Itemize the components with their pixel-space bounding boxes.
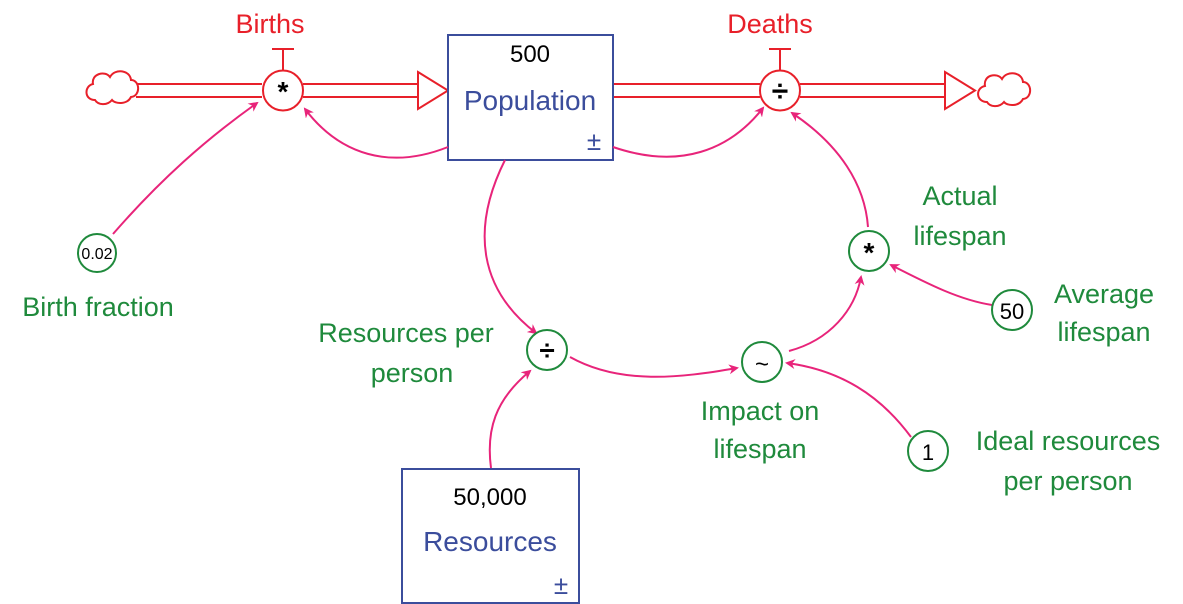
average-lifespan-label-line1: Average — [1054, 279, 1154, 309]
actual-lifespan-label-line2: lifespan — [913, 221, 1006, 251]
population-value: 500 — [510, 41, 550, 68]
ideal-resources-label-line1: Ideal resources — [976, 426, 1161, 456]
population-stock[interactable]: 500 Population ± — [447, 34, 614, 161]
connector-impact-to-actual-lifespan — [788, 275, 865, 352]
connector-ideal-resources-to-impact — [785, 359, 912, 438]
resources-per-person-label-line2: person — [371, 358, 454, 388]
connector-population-to-deaths — [612, 106, 765, 158]
resources-label: Resources — [423, 526, 557, 557]
deaths-operator: ÷ — [772, 75, 788, 108]
connector-resources-per-person-to-impact — [569, 356, 739, 378]
connector-birth-fraction-to-births — [112, 101, 259, 235]
impact-on-lifespan-converter[interactable]: ~ — [741, 341, 783, 383]
deaths-valve[interactable]: ÷ — [759, 48, 801, 112]
ideal-resources-converter[interactable]: 1 — [907, 430, 949, 472]
average-lifespan-value: 50 — [1000, 299, 1024, 324]
resources-value: 50,000 — [453, 484, 526, 511]
actual-lifespan-operator: * — [864, 237, 875, 268]
valve-icon — [272, 48, 294, 70]
birth-fraction-value: 0.02 — [81, 246, 112, 263]
population-label: Population — [464, 85, 596, 116]
average-lifespan-converter[interactable]: 50 — [991, 289, 1033, 331]
sink-cloud-icon — [977, 72, 1032, 108]
resources-per-person-converter[interactable]: ÷ — [526, 329, 568, 371]
births-operator: * — [278, 76, 289, 107]
impact-on-lifespan-label-line2: lifespan — [713, 434, 806, 464]
source-cloud-icon — [85, 70, 140, 106]
resources-plus-minus-icon[interactable]: ± — [554, 570, 568, 600]
valve-icon — [769, 48, 791, 70]
ideal-resources-label-line2: per person — [1003, 466, 1132, 496]
resources-per-person-operator: ÷ — [539, 335, 554, 366]
connector-population-to-resources-per-person — [483, 159, 538, 335]
actual-lifespan-converter[interactable]: * — [848, 230, 890, 272]
birth-fraction-label: Birth fraction — [22, 292, 174, 322]
deaths-pipe — [614, 70, 977, 111]
connector-population-to-births — [303, 107, 449, 159]
deaths-label: Deaths — [727, 9, 813, 39]
birth-fraction-converter[interactable]: 0.02 — [77, 233, 117, 273]
resources-per-person-label-line1: Resources per — [318, 318, 494, 348]
births-valve[interactable]: * — [262, 48, 304, 112]
connector-average-lifespan-to-actual-lifespan — [889, 264, 993, 306]
births-pipe — [136, 70, 450, 111]
resources-stock[interactable]: 50,000 Resources ± — [401, 468, 580, 604]
connector-actual-lifespan-to-deaths — [790, 111, 869, 228]
impact-on-lifespan-label-line1: Impact on — [701, 396, 820, 426]
average-lifespan-label-line2: lifespan — [1057, 317, 1150, 347]
connector-resources-to-resources-per-person — [488, 369, 532, 469]
connectors — [112, 101, 993, 469]
births-label: Births — [235, 9, 304, 39]
graph-function-icon: ~ — [755, 351, 769, 378]
ideal-resources-value: 1 — [922, 440, 934, 465]
actual-lifespan-label-line1: Actual — [922, 181, 997, 211]
population-plus-minus-icon[interactable]: ± — [587, 126, 601, 156]
